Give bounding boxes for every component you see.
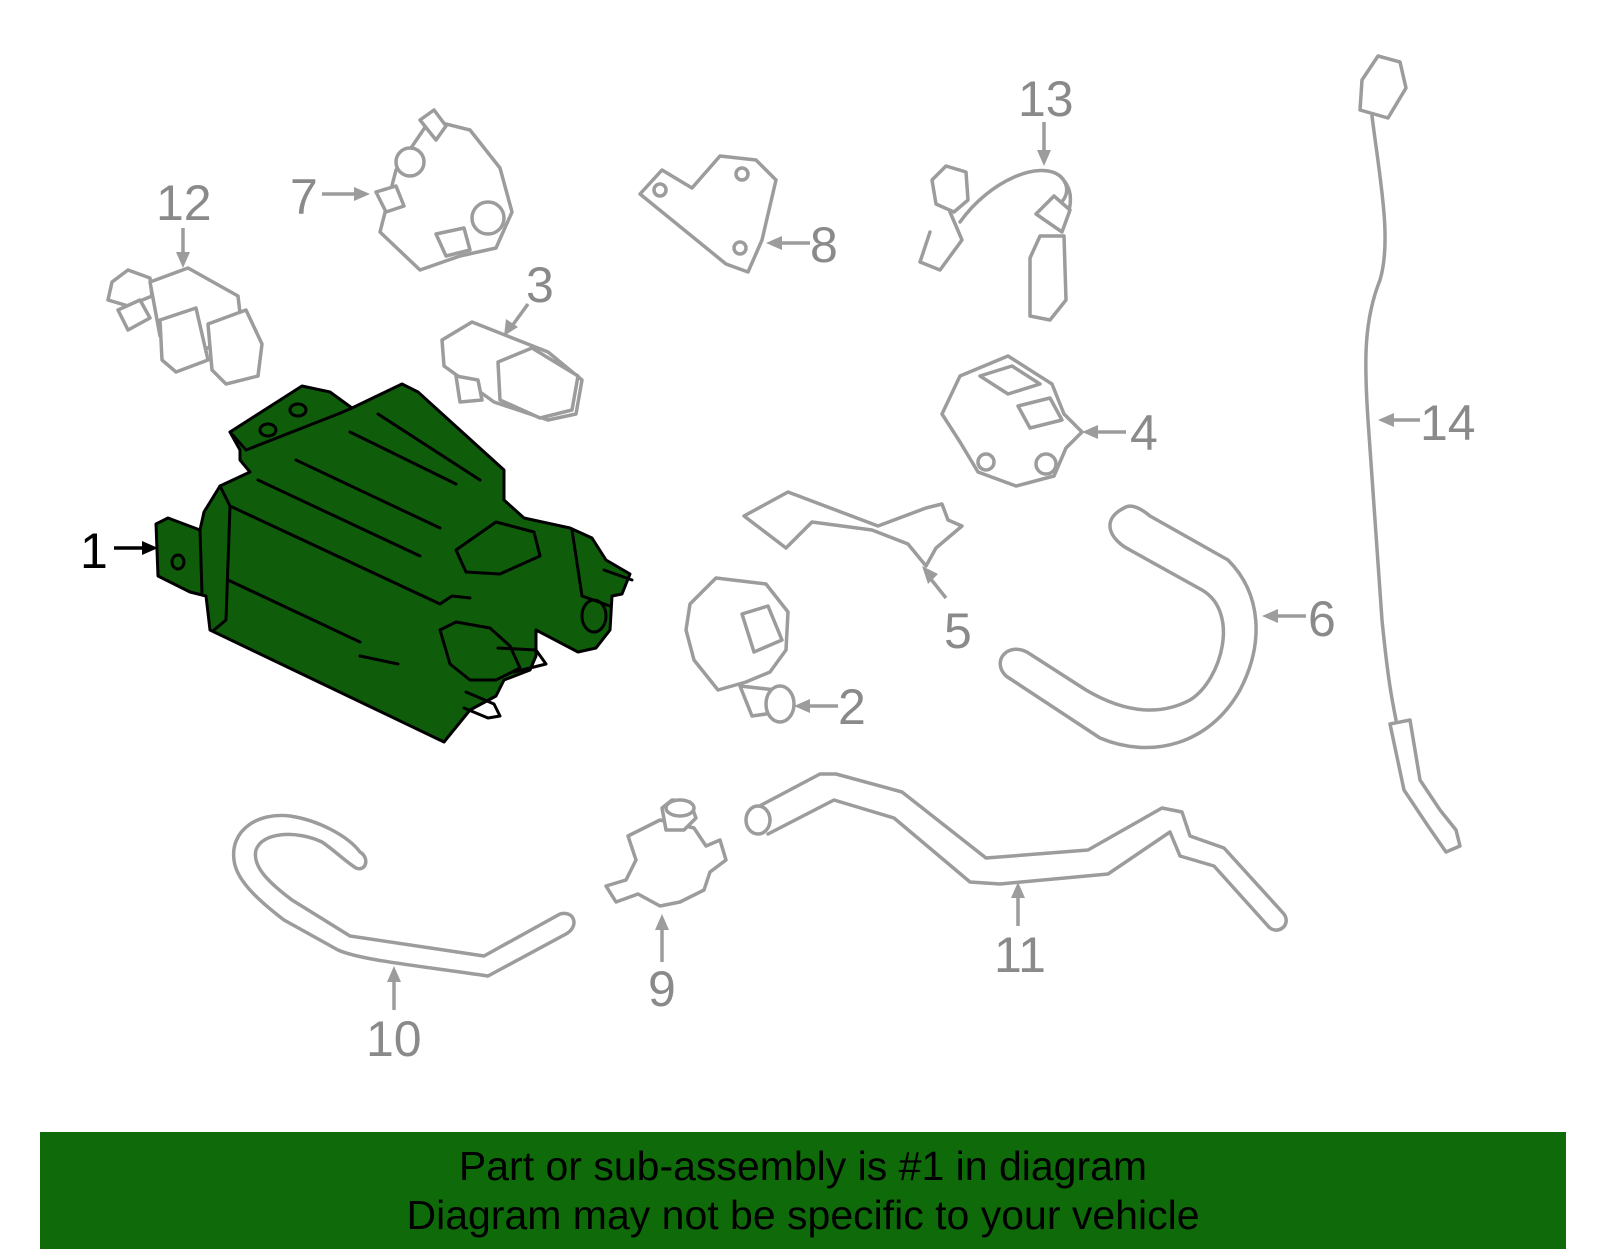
part-12-valve[interactable] [106, 266, 264, 386]
parts-diagram: 1 2 3 4 5 6 7 8 9 10 11 12 13 14 [80, 54, 1476, 1067]
callout-9: 9 [648, 961, 676, 1017]
callout-11: 11 [994, 927, 1046, 983]
part-11-hose[interactable] [744, 772, 1288, 932]
leader-lines [114, 122, 1420, 1010]
part-13-sensor[interactable] [918, 164, 1073, 322]
part-2-solenoid[interactable] [684, 576, 796, 724]
info-banner: Part or sub-assembly is #1 in diagram Di… [40, 1132, 1566, 1249]
callout-13: 13 [1018, 71, 1074, 127]
part-7-valve[interactable] [374, 108, 514, 272]
banner-line-disclaimer: Diagram may not be specific to your vehi… [406, 1191, 1200, 1238]
part-4-valve[interactable] [940, 354, 1084, 488]
callout-2: 2 [838, 679, 866, 735]
callout-6: 6 [1308, 591, 1336, 647]
part-6-hose[interactable] [998, 504, 1258, 750]
part-9-valve[interactable] [604, 798, 728, 908]
banner-line-part: Part or sub-assembly is #1 in diagram [458, 1142, 1148, 1189]
part-3-sensor[interactable] [440, 320, 584, 422]
callout-12: 12 [156, 175, 212, 231]
callout-8: 8 [810, 217, 838, 273]
part-8-bracket[interactable] [638, 154, 778, 274]
callout-7: 7 [290, 169, 318, 225]
part-14-sensor[interactable] [1358, 54, 1462, 854]
callout-3: 3 [526, 257, 554, 313]
callout-5: 5 [944, 603, 972, 659]
callout-4: 4 [1130, 405, 1158, 461]
callout-14: 14 [1420, 395, 1476, 451]
callout-10: 10 [366, 1011, 422, 1067]
part-10-hose[interactable] [231, 813, 576, 978]
callout-1: 1 [80, 523, 108, 579]
part-5-bracket[interactable] [742, 490, 964, 568]
part-1-canister[interactable] [154, 382, 634, 744]
